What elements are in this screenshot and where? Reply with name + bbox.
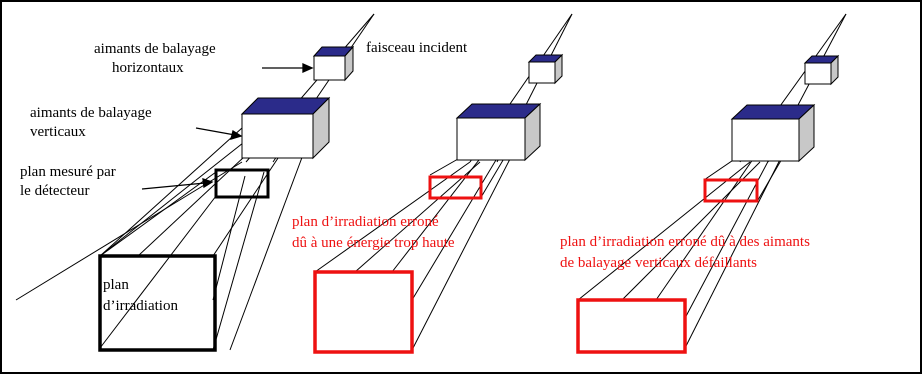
panel-correct <box>15 13 375 352</box>
vertical-magnet-1 <box>240 96 331 160</box>
incident-beam-label: faisceau incident <box>366 40 468 56</box>
detector-plane-label-line2: le détecteur <box>20 183 90 199</box>
erroneous-irradiation-plane-2 <box>313 270 414 354</box>
horizontal-magnet-1 <box>312 45 355 82</box>
erroneous-detector-plane-3 <box>703 178 759 203</box>
horizontal-magnet-3 <box>803 54 840 86</box>
irradiation-plane-label-line1: plan <box>103 277 129 293</box>
detector-plane-label-line1: plan mesuré par <box>20 164 116 180</box>
detector-plane-1 <box>214 168 270 199</box>
energy-error-label-line2: dû à une énergie trop haute <box>292 235 455 251</box>
panel-energy-error <box>313 13 573 354</box>
horizontal-magnets-label-line2: horizontaux <box>112 60 184 76</box>
vertical-magnets-label-line1: aimants de balayage <box>30 105 152 121</box>
panel-magnet-failure <box>576 13 847 354</box>
irradiation-plane-label-line2: d’irradiation <box>103 298 178 314</box>
vertical-magnets-label-line2: verticaux <box>30 124 86 140</box>
irradiation-plane-1 <box>98 254 217 352</box>
horizontal-magnet-2 <box>527 53 564 85</box>
magnet-failure-label-line1: plan d’irradiation erroné dû à des aiman… <box>560 234 810 250</box>
vertical-magnet-2 <box>455 102 542 162</box>
erroneous-irradiation-plane-3 <box>576 298 687 354</box>
erroneous-detector-plane-2 <box>428 175 483 200</box>
arrows-1 <box>141 62 314 190</box>
energy-error-label-line1: plan d’irradiation erroné <box>292 214 439 230</box>
vertical-magnet-3 <box>730 103 816 163</box>
horizontal-magnets-label-line1: aimants de balayage <box>94 41 216 57</box>
magnet-failure-label-line2: de balayage verticaux défaillants <box>560 255 757 271</box>
